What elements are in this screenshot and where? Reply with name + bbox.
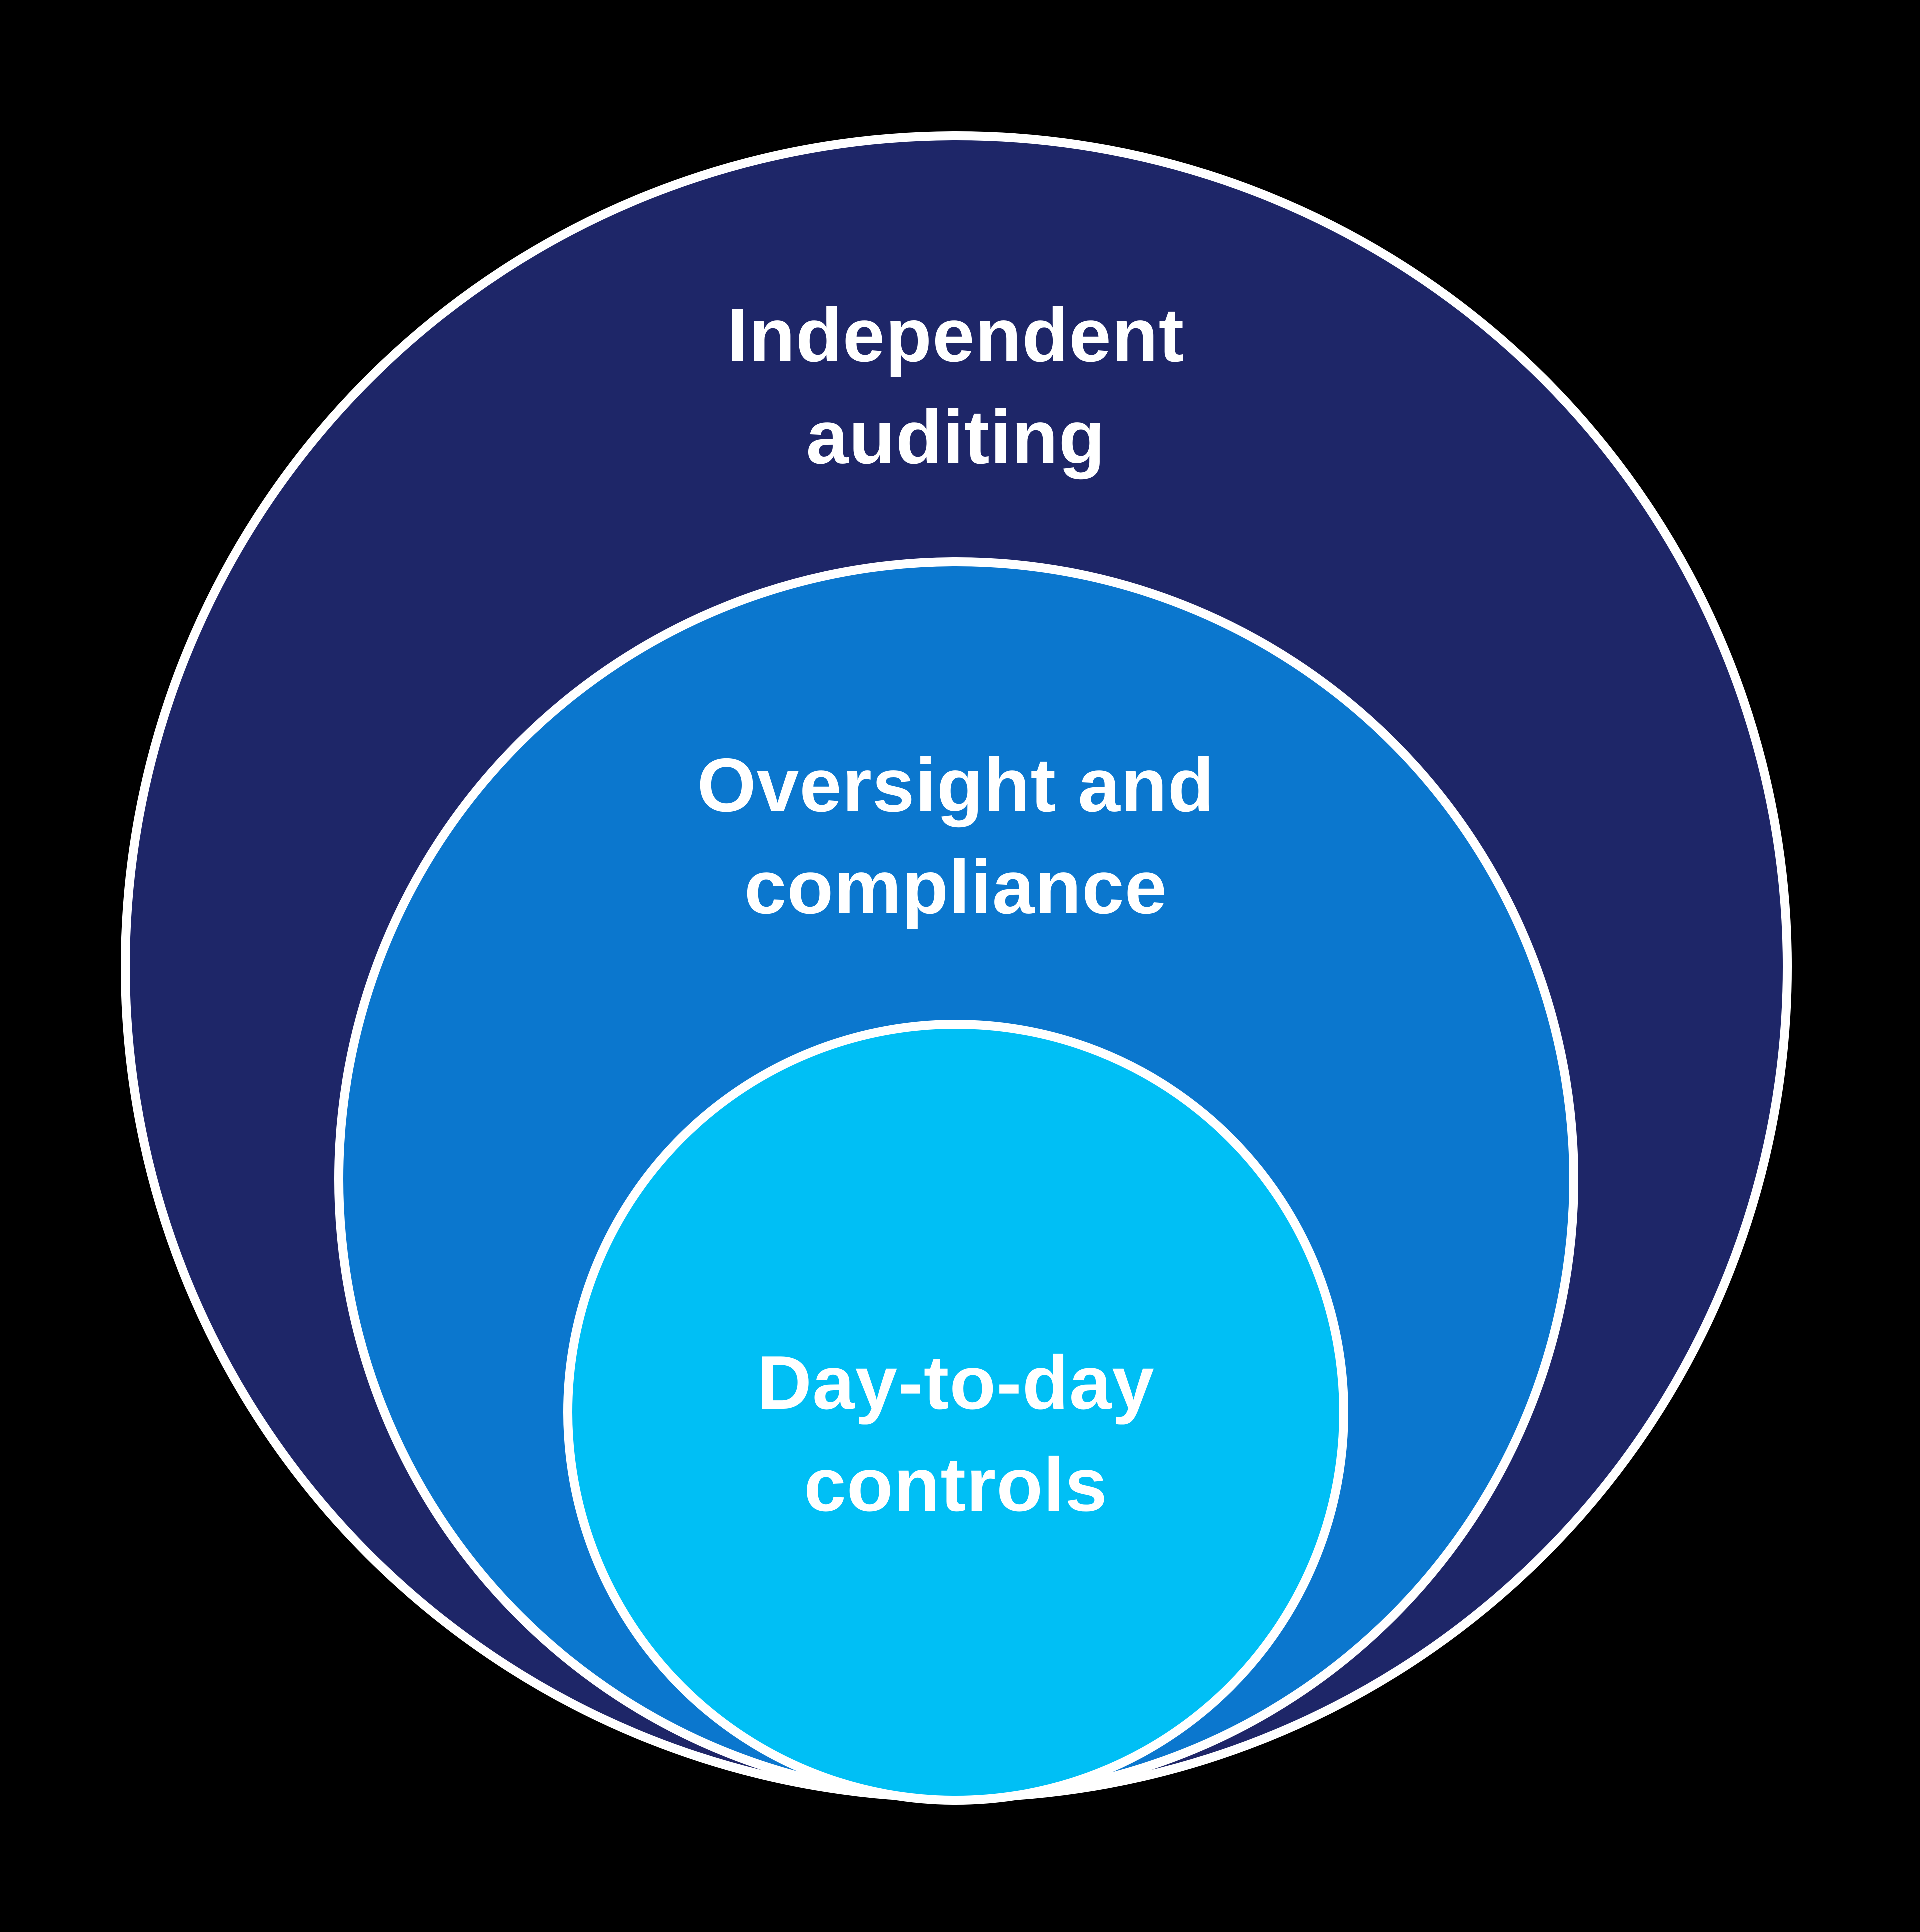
label-independent-auditing: Independent auditing: [356, 285, 1556, 488]
label-line: compliance: [744, 844, 1168, 930]
label-line: Oversight and: [697, 743, 1215, 828]
label-line: auditing: [806, 394, 1106, 480]
label-oversight-and-compliance: Oversight and compliance: [356, 735, 1556, 938]
label-day-to-day-controls: Day-to-day controls: [356, 1332, 1556, 1536]
label-line: Day-to-day: [757, 1340, 1155, 1426]
label-line: Independent: [727, 293, 1185, 378]
label-line: controls: [804, 1442, 1108, 1528]
